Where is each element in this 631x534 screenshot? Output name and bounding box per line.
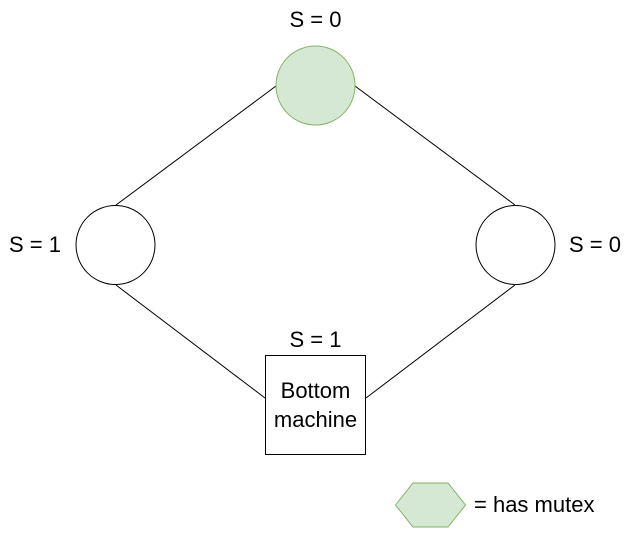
edge-top-right [354,85,516,206]
top-node-label: S = 0 [290,7,342,32]
legend-text: = has mutex [474,492,594,517]
bottom-machine-name-line2: machine [274,407,357,432]
left-node [75,205,156,285]
edge-top-left [115,85,277,206]
legend-mutex-hexagon [394,482,467,528]
bottom-machine-box [265,355,366,455]
right-node [475,205,556,285]
edge-left-bottom [115,284,266,399]
edge-right-bottom [365,284,516,399]
bottom-node-label: S = 1 [290,327,342,352]
right-node-label: S = 0 [569,232,621,257]
bottom-machine-name-line1: Bottom [281,378,351,403]
left-node-label: S = 1 [9,232,61,257]
top-node [275,45,356,126]
